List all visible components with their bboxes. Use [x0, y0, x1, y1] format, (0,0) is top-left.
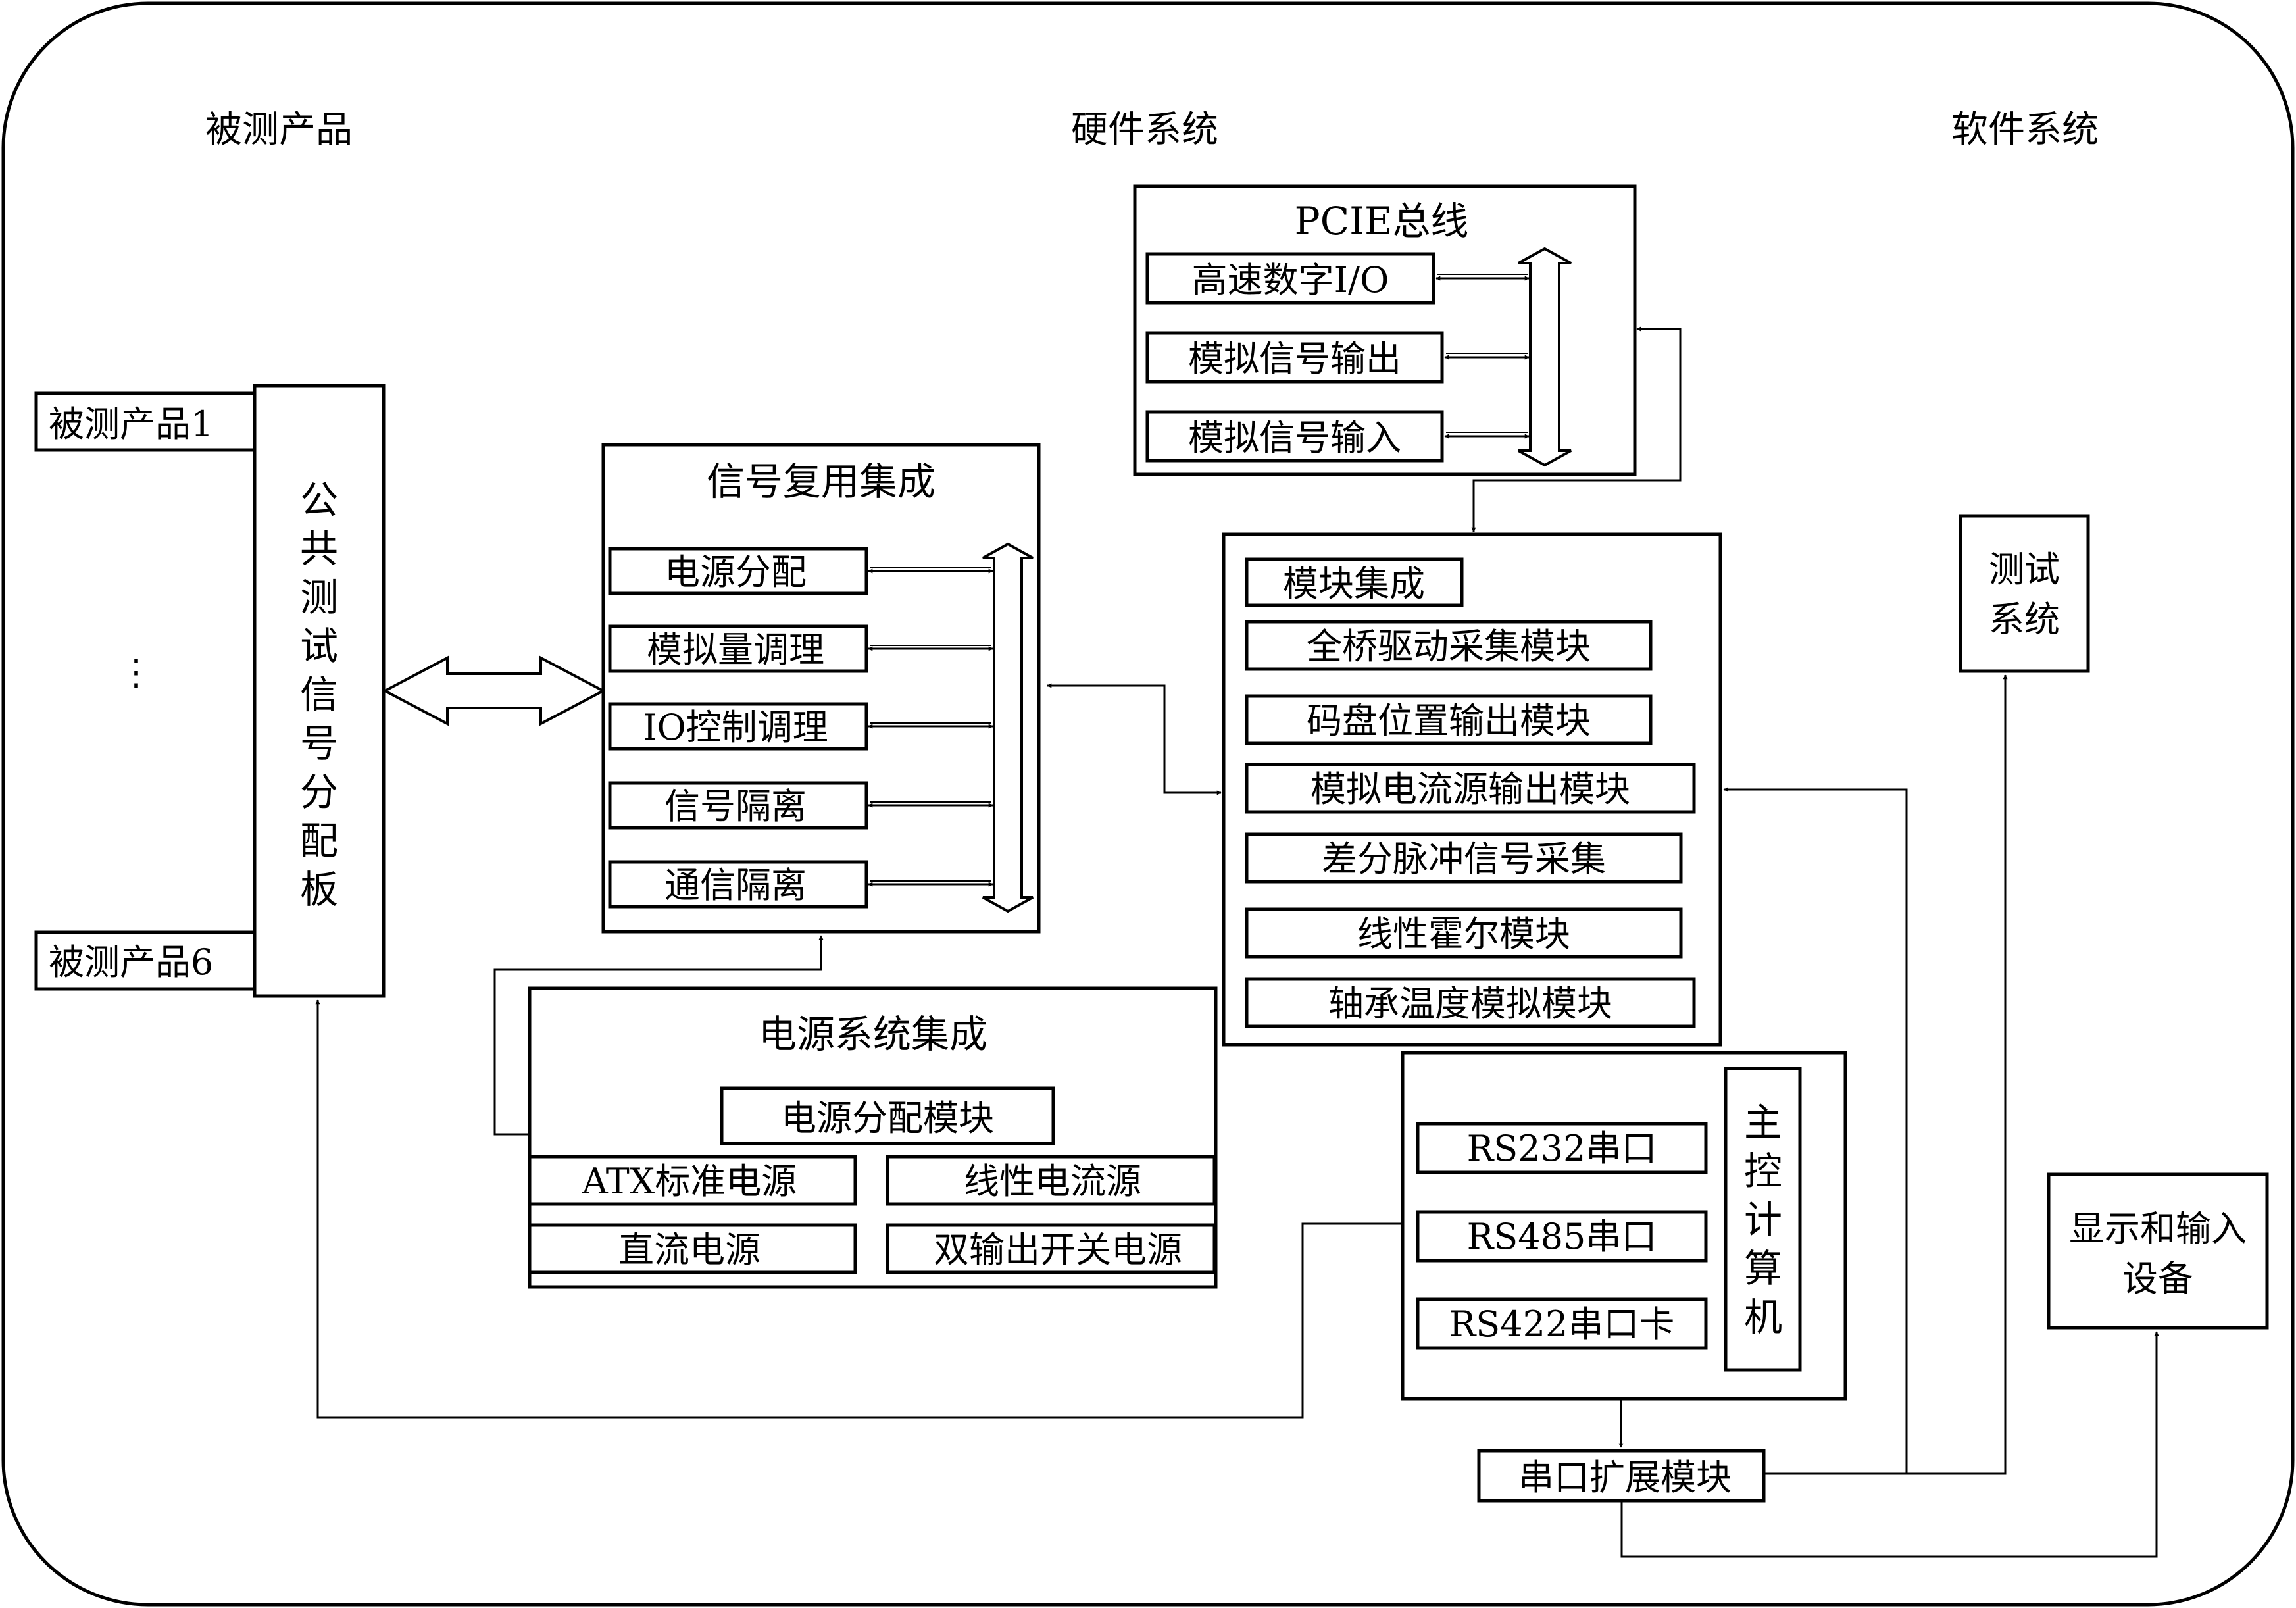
svg-text:串口扩展模块: 串口扩展模块 — [1518, 1457, 1732, 1498]
module-integration-title: 模块集成 — [1283, 563, 1425, 605]
serial-port-label: RS422串口卡 — [1449, 1303, 1675, 1345]
pcie-item-box — [1145, 252, 1435, 305]
distribution-board-char: 板 — [300, 867, 338, 912]
signal-mux-title: 信号复用集成 — [707, 459, 936, 504]
module-item-label: 模拟电流源输出模块 — [1310, 768, 1630, 810]
module-item-box — [1245, 977, 1696, 1028]
main-computer-char: 控 — [1744, 1149, 1782, 1193]
distribution-board-char: 试 — [300, 624, 338, 668]
svg-text:显示和输入: 显示和输入 — [2069, 1208, 2247, 1249]
display-input-device: 显示和输入 设备 — [2047, 1172, 2269, 1330]
svg-text:被测产品6: 被测产品6 — [49, 942, 213, 983]
serial-port-label: RS485串口 — [1467, 1216, 1657, 1257]
distribution-board-char: 共 — [300, 526, 338, 571]
pcie-item-label: 高速数字I/O — [1192, 259, 1389, 301]
mux-item-label: 电源分配 — [664, 551, 807, 593]
module-item-label: 码盘位置输出模块 — [1307, 700, 1591, 741]
linear-current-source: 线性电流源 — [964, 1161, 1141, 1202]
main-computer-char: 机 — [1744, 1295, 1782, 1340]
module-item-label: 轴承温度模拟模块 — [1328, 983, 1612, 1024]
main-computer-char: 算 — [1744, 1246, 1782, 1291]
distribution-board-char: 信 — [300, 672, 338, 717]
main-computer-char: 主 — [1744, 1100, 1782, 1145]
serial-port-box — [1416, 1297, 1708, 1350]
distribution-board-char: 测 — [300, 575, 338, 620]
section-hardware-label: 硬件系统 — [1071, 109, 1218, 151]
dc-power: 直流电源 — [618, 1229, 761, 1270]
module-item-label: 差分脉冲信号采集 — [1322, 838, 1606, 880]
svg-text:设备: 设备 — [2122, 1258, 2193, 1299]
module-item-box — [1245, 620, 1653, 671]
pcie-item-box — [1145, 410, 1444, 463]
section-products-label: 被测产品 — [205, 109, 353, 151]
main-computer-char: 计 — [1744, 1197, 1782, 1242]
power-distribution-module: 电源分配模块 — [781, 1097, 994, 1139]
module-item-box — [1245, 907, 1683, 959]
module-item-label: 全桥驱动采集模块 — [1307, 626, 1591, 667]
svg-text:测试: 测试 — [1989, 549, 2060, 590]
connectors — [315, 326, 2159, 1558]
dut-product-1: 被测产品1 — [34, 391, 257, 452]
pcie-title: PCIE总线 — [1295, 199, 1469, 243]
dut-product-6: 被测产品6 — [34, 930, 257, 991]
distribution-board-char: 配 — [300, 818, 338, 863]
serial-expansion-module: 串口扩展模块 — [1477, 1449, 1766, 1503]
mux-item-box — [608, 702, 868, 751]
atx-power: ATX标准电源 — [582, 1161, 797, 1202]
mux-item-box — [608, 624, 868, 673]
module-integration: 模块集成 全桥驱动采集模块码盘位置输出模块模拟电流源输出模块差分脉冲信号采集线性… — [1222, 532, 1722, 1047]
module-item-label: 线性霍尔模块 — [1357, 913, 1570, 955]
distribution-board-char: 分 — [300, 770, 338, 815]
module-item-box — [1245, 694, 1653, 745]
mux-bus — [982, 542, 1034, 913]
test-system: 测试 系统 — [1959, 514, 2090, 673]
dut-ellipsis: ⋮ — [118, 651, 154, 693]
mux-item-box — [608, 781, 868, 830]
pcie-item-label: 模拟信号输入 — [1188, 417, 1401, 459]
module-item-box — [1245, 763, 1696, 814]
mux-item-label: 通信隔离 — [664, 865, 807, 906]
mux-item-label: IO控制调理 — [643, 707, 828, 748]
power-system-title: 电源系统集成 — [759, 1012, 987, 1057]
serial-port-label: RS232串口 — [1467, 1128, 1657, 1169]
mux-item-box — [608, 860, 868, 909]
module-item-box — [1245, 832, 1683, 884]
mux-item-box — [608, 547, 868, 595]
svg-text:系统: 系统 — [1989, 599, 2060, 640]
serial-port-box — [1416, 1122, 1708, 1174]
mux-item-label: 模拟量调理 — [647, 629, 824, 670]
section-software-label: 软件系统 — [1951, 109, 2099, 151]
distribution-board-char: 号 — [300, 721, 338, 766]
distribution-board-char: 公 — [300, 478, 338, 522]
mux-item-label: 信号隔离 — [664, 786, 807, 827]
pcie-item-label: 模拟信号输出 — [1188, 338, 1401, 380]
svg-text:被测产品1: 被测产品1 — [49, 403, 213, 445]
pcie-item-box — [1145, 331, 1444, 384]
dual-output-switching-power: 双输出开关电源 — [934, 1229, 1182, 1270]
serial-port-box — [1416, 1210, 1708, 1263]
power-system-integration: 电源系统集成 电源分配模块 ATX标准电源 线性电流源 直流电源 双输出开关电源 — [528, 986, 1218, 1289]
